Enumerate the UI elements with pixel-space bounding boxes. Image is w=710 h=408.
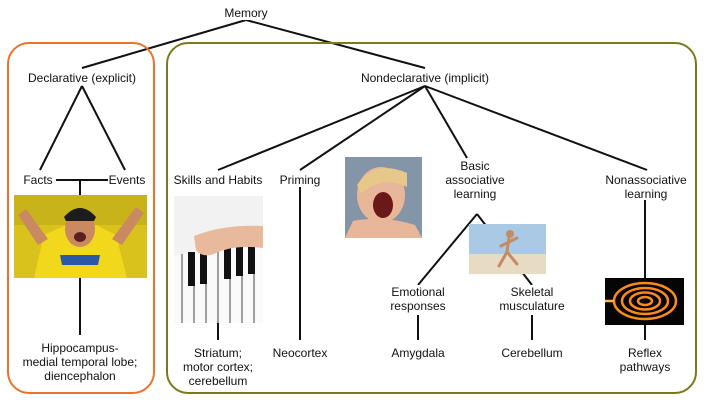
runner-beach-photo	[469, 224, 546, 274]
declarative-structure-line-3: diencephalon	[44, 369, 116, 383]
emotional-structure: Amygdala	[391, 346, 445, 360]
nondeclarative-frame	[166, 42, 697, 394]
cyclist-celebrating-photo	[14, 195, 147, 278]
skills-label: Skills and Habits	[168, 173, 268, 187]
nonassoc-label-line-1: Nonassociative	[600, 173, 692, 187]
line-memory-nondeclarative	[245, 19, 426, 69]
skeletal-structure: Cerebellum	[501, 346, 563, 360]
facts-label: Facts	[23, 173, 53, 187]
line-nondecl-priming	[299, 85, 426, 171]
skeletal-label-line-2: musculature	[492, 299, 572, 313]
piano-hands-photo	[174, 196, 263, 323]
skills-structure-line-2: motor cortex;	[182, 360, 254, 374]
line-memory-declarative	[81, 19, 247, 69]
line-declarative-facts	[39, 85, 83, 171]
line-nondecl-nonassoc	[424, 85, 648, 171]
crying-child-photo	[345, 157, 422, 238]
emotional-label-line-1: Emotional	[378, 285, 458, 299]
declarative-frame	[7, 42, 155, 394]
events-label: Events	[108, 173, 146, 187]
priming-structure: Neocortex	[272, 346, 328, 360]
declarative-structure-line-2: medial temporal lobe;	[22, 355, 138, 369]
nonassoc-label-line-2: learning	[624, 187, 668, 201]
memory-label: Memory	[206, 6, 286, 20]
declarative-structure-line-1: Hippocampus-	[41, 341, 119, 355]
nonassoc-structure-line-2: pathways	[619, 360, 671, 374]
spiral-coil-photo	[605, 278, 684, 325]
emotional-label-line-2: responses	[378, 299, 458, 313]
line-basic-emotional	[417, 213, 478, 286]
basic-label-line-3: learning	[453, 187, 497, 201]
declarative-label: Declarative (explicit)	[27, 71, 137, 85]
skills-structure-line-1: Striatum;	[193, 346, 242, 360]
line-nondecl-basic	[424, 85, 468, 159]
skills-structure-line-3: cerebellum	[188, 374, 248, 388]
nonassoc-structure-line-1: Reflex	[627, 346, 662, 360]
skeletal-label-line-1: Skeletal	[492, 285, 572, 299]
basic-label-line-2: associative	[445, 173, 505, 187]
priming-label: Priming	[276, 173, 324, 187]
nondeclarative-label: Nondeclarative (implicit)	[360, 71, 490, 85]
line-nondecl-skills	[217, 85, 426, 171]
line-declarative-events	[81, 85, 126, 171]
basic-label-line-1: Basic	[460, 159, 490, 173]
